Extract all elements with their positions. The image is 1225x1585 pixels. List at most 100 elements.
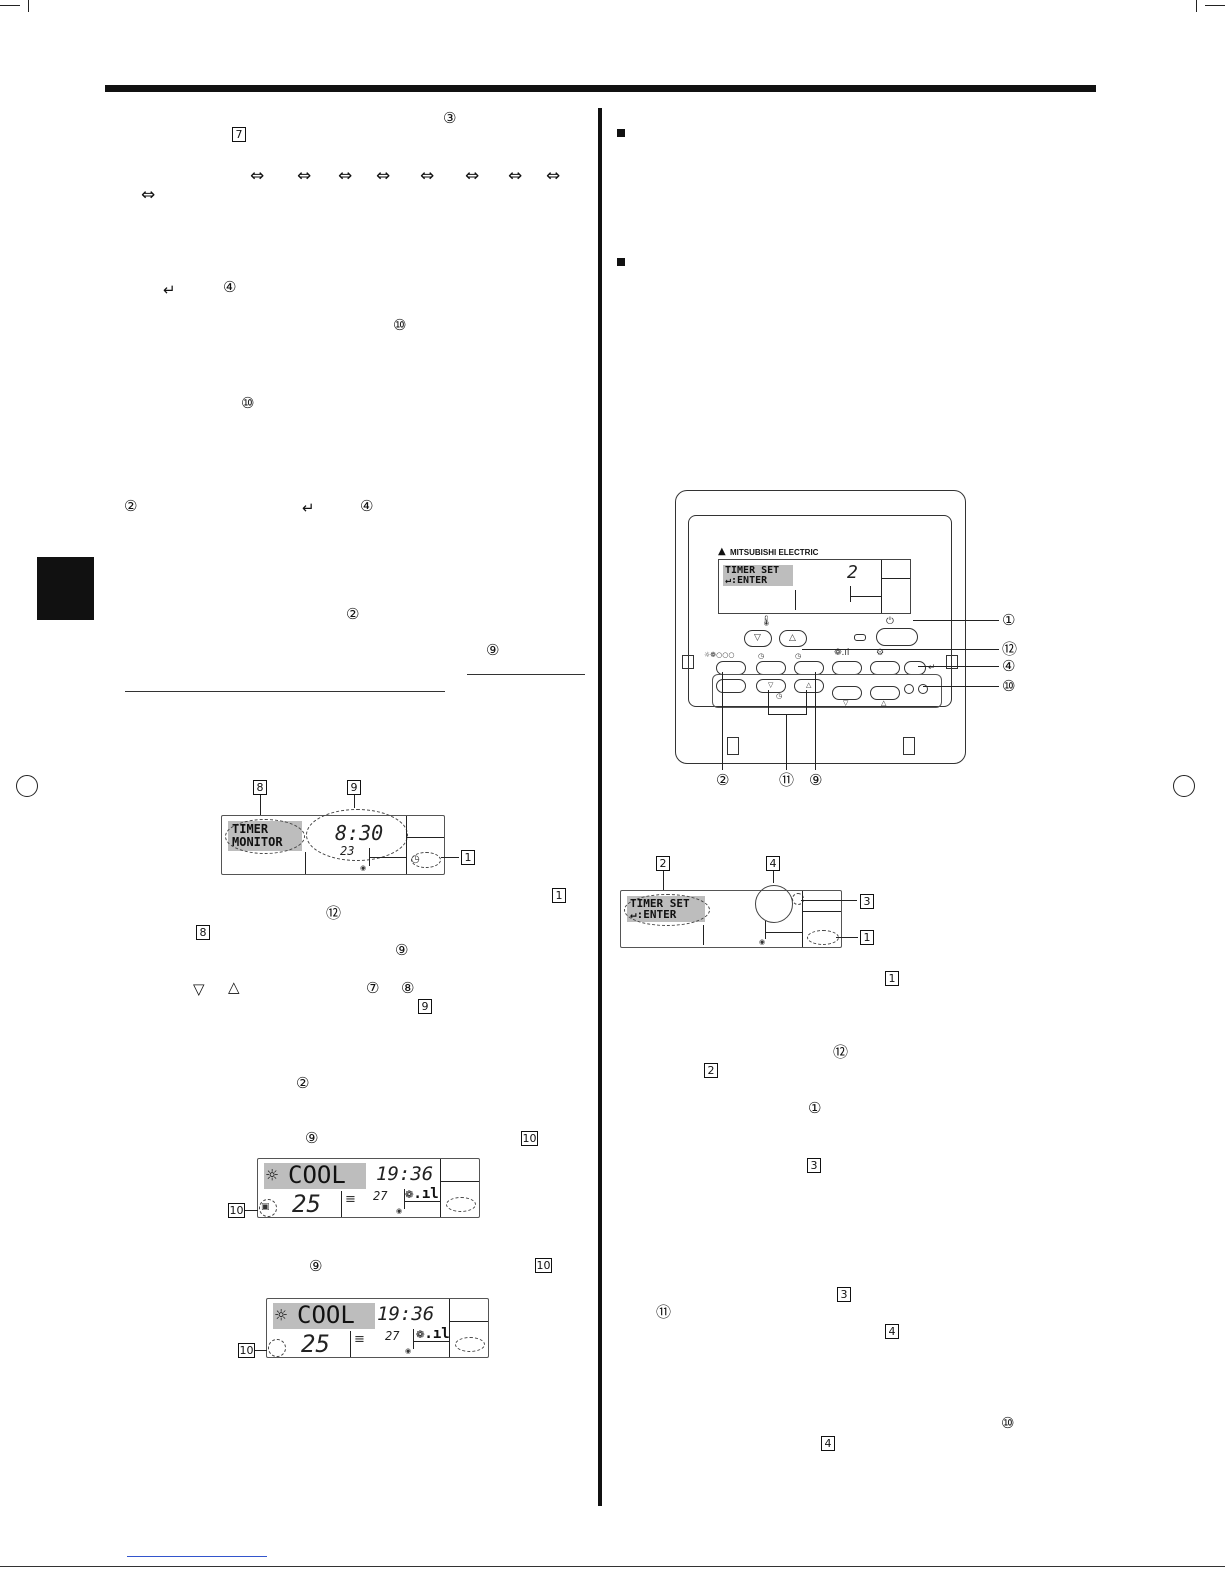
- test-down-button[interactable]: [832, 686, 862, 700]
- circled-12: ⑫: [326, 904, 342, 922]
- louver-button[interactable]: [870, 661, 900, 675]
- circled-7: ⑦: [366, 979, 380, 997]
- lcd-divider: [850, 596, 881, 597]
- enter-symbol: ↵: [163, 281, 176, 299]
- up-arrow-icon: △: [789, 633, 796, 643]
- sensor-icon: ◉: [396, 1207, 403, 1215]
- timer-icon-ellipse: [411, 852, 441, 868]
- enter-button[interactable]: [904, 661, 926, 675]
- leader-line: [768, 690, 769, 714]
- lcd-divider: [703, 925, 704, 945]
- circled-9: ⑨: [486, 641, 500, 659]
- enter-icon: ↵: [928, 663, 936, 673]
- timer-menu-button[interactable]: [794, 661, 824, 675]
- lcd-divider: [850, 586, 851, 602]
- leader-line: [815, 672, 816, 770]
- set-temp: 25: [292, 1190, 321, 1218]
- lcd-timer-monitor: TIMER MONITOR 8:30 23 ◷ ◉: [221, 809, 445, 875]
- lcd-cool-timer-off: ☼ COOL 19:36 25 ≡ 27 ❁.ıl ◉: [266, 1298, 489, 1358]
- timer-icon-ellipse: [446, 1197, 476, 1212]
- circled-10: ⑩: [1001, 1414, 1015, 1432]
- label-box-2: 2: [704, 1063, 718, 1078]
- callout-11: ⑪: [779, 771, 795, 789]
- lcd-divider: [404, 1189, 405, 1209]
- set-time-down-button[interactable]: ▽: [756, 679, 786, 693]
- swap-arrow: ⇔: [141, 185, 156, 205]
- lcd-divider: [765, 921, 766, 939]
- circled-1: ①: [808, 1099, 822, 1117]
- leader-line: [786, 714, 787, 770]
- side-latch: [682, 655, 694, 669]
- label-box-8: 8: [196, 925, 210, 940]
- function-button[interactable]: [904, 684, 914, 694]
- sun-icon: ☼: [275, 1303, 288, 1327]
- mitsubishi-logo-icon: ▲: [718, 546, 726, 557]
- mode-line2: MONITOR: [232, 835, 283, 849]
- circled-4: ④: [360, 497, 374, 515]
- mode-select-button[interactable]: [716, 679, 746, 693]
- label-box-9: 9: [347, 780, 361, 795]
- circled-2: ②: [296, 1074, 310, 1092]
- bottom-latch: [903, 737, 915, 755]
- callout-1: ①: [1002, 611, 1016, 629]
- leader-line: [354, 795, 355, 808]
- callout-10: ⑩: [1002, 677, 1016, 695]
- vane-icon: ≡: [345, 1192, 356, 1207]
- circled-11: ⑪: [656, 1303, 672, 1321]
- swap-arrow: ⇔: [508, 166, 523, 186]
- louver-icon: ⚙: [876, 648, 885, 658]
- footer-rule: [0, 1566, 1225, 1567]
- crop-mark: [0, 5, 20, 6]
- cool-mode: COOL: [297, 1301, 355, 1329]
- lcd-divider: [802, 911, 841, 912]
- operation-lamp: [854, 634, 866, 641]
- temp-down-button[interactable]: ▽: [744, 630, 772, 647]
- time-dashed-ellipse: [306, 809, 408, 861]
- crop-mark: [1196, 0, 1197, 12]
- swap-arrow: ⇔: [376, 166, 391, 186]
- leader-line: [663, 871, 664, 895]
- timer-icon-ellipse: [455, 1337, 485, 1352]
- footer-link-line: [127, 1556, 267, 1557]
- lcd-divider: [440, 1159, 441, 1217]
- label-box-4: 4: [821, 1436, 835, 1451]
- crop-mark: [28, 0, 29, 12]
- circled-10: ⑩: [241, 394, 255, 412]
- circled-3: ③: [443, 109, 457, 127]
- leader-line: [260, 795, 261, 817]
- set-temp: 25: [301, 1330, 330, 1358]
- mode-button[interactable]: [716, 661, 746, 675]
- down-arrow-icon: ▽: [843, 699, 849, 707]
- swap-arrow: ⇔: [250, 166, 265, 186]
- label-box-10: 10: [238, 1343, 255, 1358]
- on-off-button[interactable]: [876, 628, 918, 646]
- digit-dashed-circle: [755, 885, 793, 923]
- test-up-button[interactable]: [870, 686, 900, 700]
- circled-9: ⑨: [309, 1257, 323, 1275]
- label-box-1: 1: [860, 930, 874, 945]
- clock-button[interactable]: [756, 661, 786, 675]
- power-icon: ⏻: [886, 616, 894, 627]
- remote-inner-panel: [688, 515, 952, 707]
- lcd-divider: [440, 1181, 479, 1182]
- label-box-10: 10: [228, 1203, 245, 1218]
- clock-time: 19:36: [377, 1303, 435, 1325]
- lcd-divider: [449, 1299, 450, 1357]
- function-button[interactable]: [918, 684, 928, 694]
- set-time-up-button[interactable]: △: [794, 679, 824, 693]
- fan-speed-button[interactable]: [832, 661, 862, 675]
- label-box-3: 3: [807, 1158, 821, 1173]
- remote-lcd-line2: ↵:ENTER: [725, 575, 768, 586]
- lcd-divider: [404, 1201, 440, 1202]
- remote-lower-panel: [712, 674, 942, 708]
- circled-4: ④: [223, 278, 237, 296]
- indicator-ellipse: [268, 1339, 286, 1357]
- remote-lcd: TIMER SET ↵:ENTER 2: [718, 559, 911, 614]
- timer-indicator-icon: ▣: [261, 1202, 270, 1212]
- swap-arrow: ⇔: [338, 166, 353, 186]
- mode-dashed-ellipse: [225, 819, 305, 854]
- remote-lcd-digit: 2: [847, 562, 858, 583]
- temp-up-button[interactable]: △: [779, 630, 807, 647]
- circled-9: ⑨: [395, 941, 409, 959]
- section-bullet: [617, 258, 625, 266]
